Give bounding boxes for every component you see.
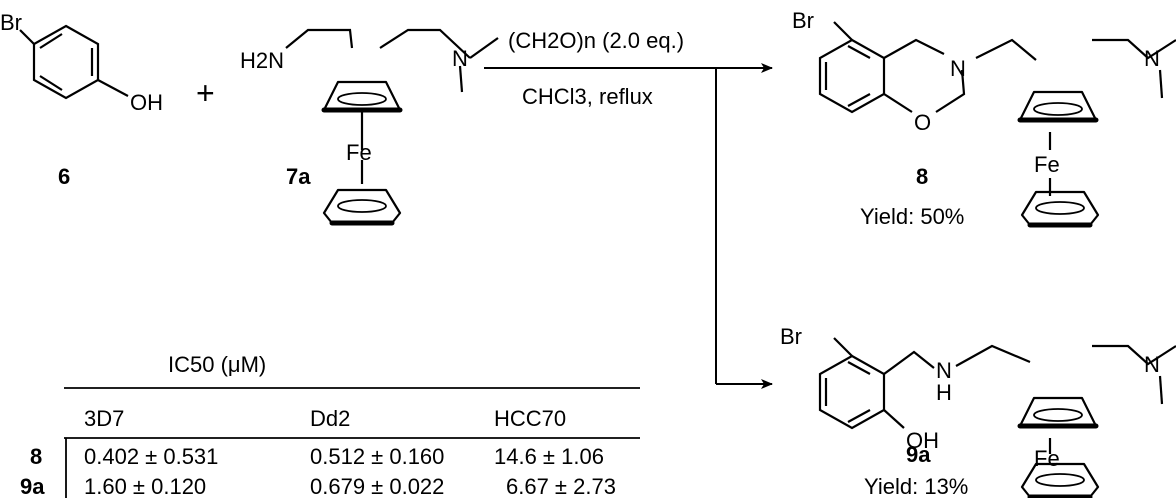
compound-id-6: 6 — [58, 164, 70, 189]
product-9a-oh-label: OH — [906, 428, 939, 453]
product-9a-br-label: Br — [780, 324, 802, 349]
product-9a-fe-label: Fe — [1034, 446, 1060, 471]
product-8-yield: Yield: 50% — [860, 204, 964, 229]
compound-id-8: 8 — [916, 164, 928, 189]
product-9a-amine-n-label: N — [936, 358, 952, 383]
product-8-fe-label: Fe — [1034, 152, 1060, 177]
reaction-arrows — [484, 63, 773, 389]
product-9a-upper-cp-ring — [1020, 398, 1096, 426]
product-9a-yield: Yield: 13% — [864, 474, 968, 498]
product-8-nme2-label: N — [1144, 46, 1160, 71]
product-8-ring-o-label: O — [914, 110, 931, 135]
product-8-br-label: Br — [792, 8, 814, 33]
cell-9a-dd2: 0.679 ± 0.022 — [310, 474, 444, 498]
cell-9a-3d7: 1.60 ± 0.120 — [84, 474, 206, 498]
cell-8-hcc70: 14.6 ± 1.06 — [494, 444, 604, 469]
table-header: IC50 (μM) — [168, 352, 266, 377]
product-9a-nme2-label: N — [1144, 352, 1160, 377]
product-8-lower-cp-ring — [1022, 192, 1098, 225]
product-8-structure — [818, 21, 1176, 196]
product-8-upper-cp-ring — [1020, 92, 1096, 120]
reactant-7a-structure — [285, 28, 499, 184]
reactant-7a-fe-label: Fe — [346, 140, 372, 165]
row-id-9a: 9a — [20, 474, 45, 498]
product-9a-amine-h-label: H — [936, 380, 952, 405]
col-header-dd2: Dd2 — [310, 406, 350, 431]
col-header-hcc70: HCC70 — [494, 406, 566, 431]
reactant-7a-upper-cp-ring — [324, 82, 400, 110]
cell-8-dd2: 0.512 ± 0.160 — [310, 444, 444, 469]
product-8-ring-n-label: N — [950, 56, 966, 81]
reagent-label: (CH2O)n (2.0 eq.) — [508, 28, 684, 53]
reactant-6-structure — [19, 24, 129, 100]
reactant-6-oh-label: OH — [130, 90, 163, 115]
reactant-7a-amine-label: H2N — [240, 48, 284, 73]
cell-8-3d7: 0.402 ± 0.531 — [84, 444, 218, 469]
plus-sign: + — [196, 75, 215, 111]
reactant-7a-lower-cp-ring — [324, 190, 400, 223]
product-9a-structure — [818, 337, 1176, 454]
reactant-7a-nme2-label: N — [452, 46, 468, 71]
ic50-table: IC50 (μM) 3D7 Dd2 HCC70 8 0.402 ± 0.531 … — [20, 352, 640, 498]
cell-9a-hcc70: 6.67 ± 2.73 — [506, 474, 616, 498]
compound-id-9a: 9a — [906, 442, 931, 467]
compound-id-7a: 7a — [286, 164, 311, 189]
col-header-3d7: 3D7 — [84, 406, 124, 431]
reactant-6-br-label: Br — [0, 10, 22, 35]
row-id-8: 8 — [30, 444, 42, 469]
solvent-label: CHCl3, reflux — [522, 84, 653, 109]
